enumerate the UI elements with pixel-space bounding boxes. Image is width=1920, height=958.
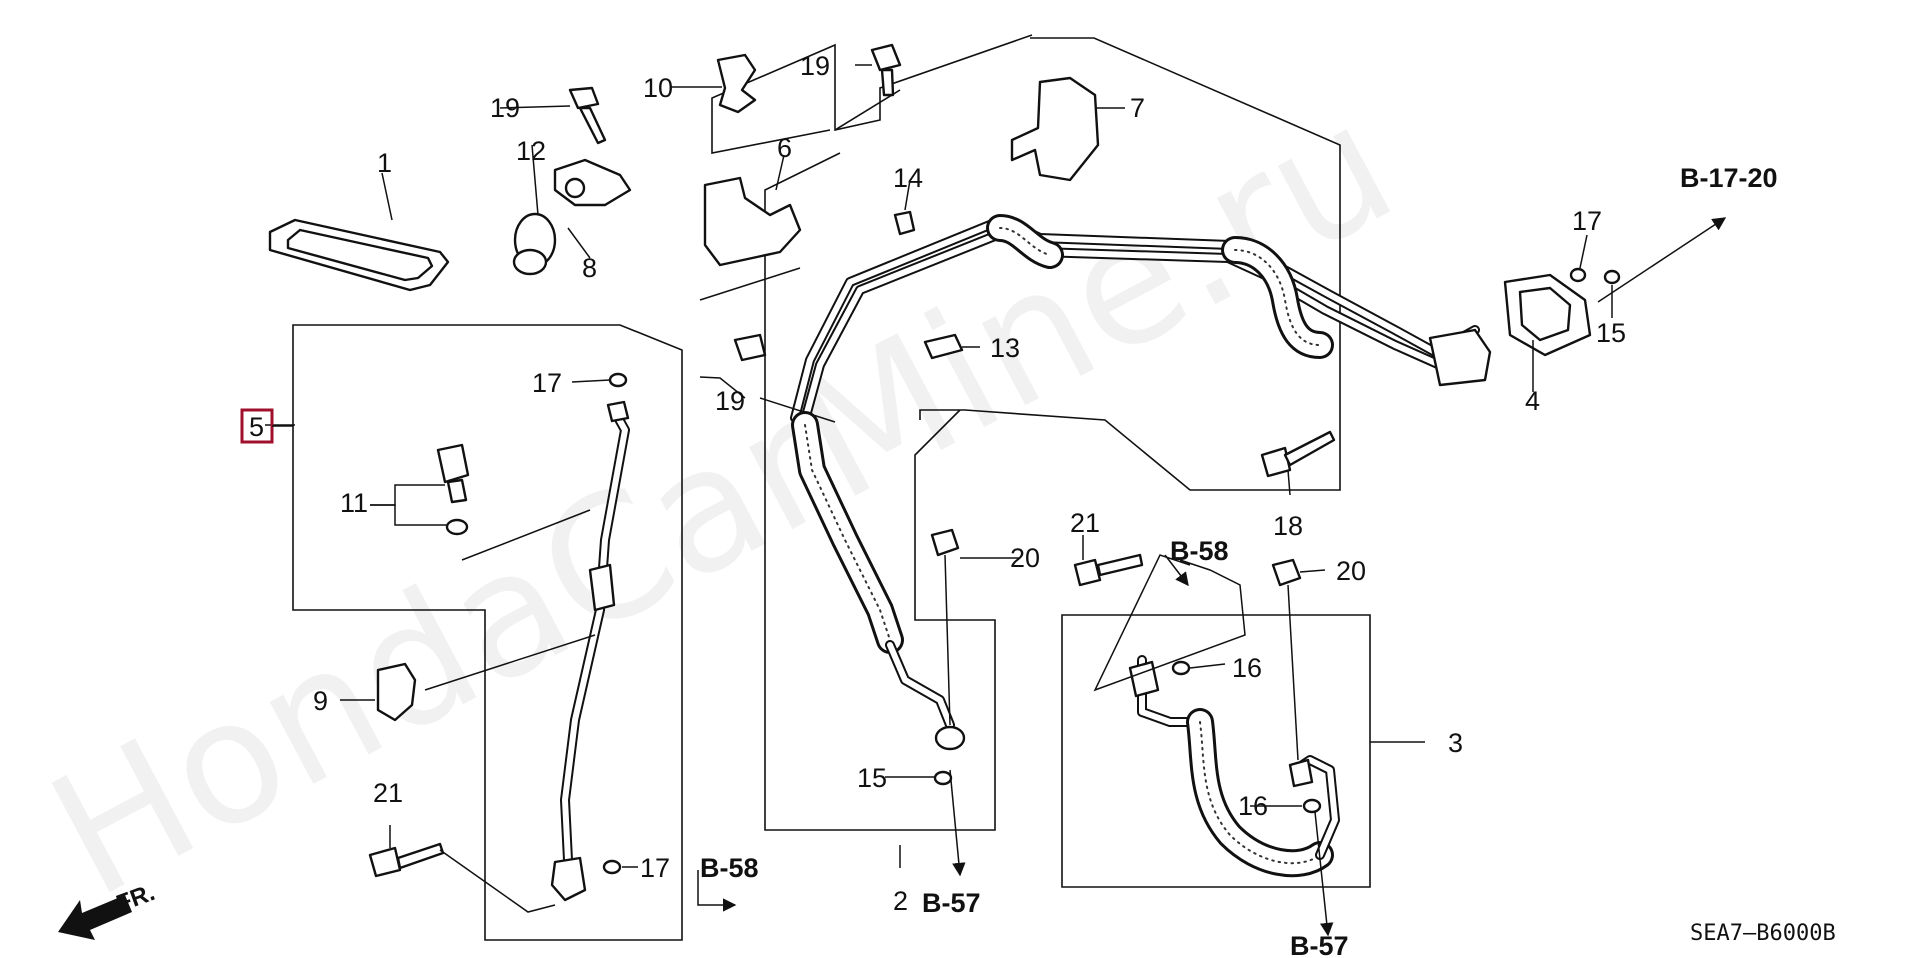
callout-21-left: 21 <box>373 778 403 808</box>
part-3-hose <box>1128 655 1340 878</box>
suction-pipe-2 <box>790 214 1492 751</box>
callout-14: 14 <box>893 163 923 193</box>
callout-9: 9 <box>313 686 328 716</box>
callout-3: 3 <box>1448 728 1463 758</box>
callout-17-right: 17 <box>1572 206 1602 236</box>
callout-10: 10 <box>643 73 673 103</box>
callout-17-upper: 17 <box>532 368 562 398</box>
leader-lines <box>265 64 1613 913</box>
callout-7: 7 <box>1130 93 1145 123</box>
part-4-seal <box>1503 273 1592 357</box>
callout-11: 11 <box>340 488 368 518</box>
frame-lines <box>292 34 1371 941</box>
ref-b-17-20[interactable]: B-17-20 <box>1680 163 1778 193</box>
callout-labels: 1 2 3 4 5 6 7 8 9 10 11 12 13 14 15 15 1… <box>249 51 1626 916</box>
callout-6: 6 <box>777 133 792 163</box>
callout-2: 2 <box>893 886 908 916</box>
small-parts <box>368 43 1621 878</box>
reference-arrows <box>697 217 1727 937</box>
callout-12: 12 <box>516 136 546 166</box>
callout-1: 1 <box>377 148 392 178</box>
callout-21-right: 21 <box>1070 508 1100 538</box>
ref-b-58-lower[interactable]: B-58 <box>700 853 759 883</box>
callout-19-left: 19 <box>490 93 520 123</box>
callout-20-right: 20 <box>1336 556 1366 586</box>
callout-16-lower: 16 <box>1238 791 1268 821</box>
callout-19-mid: 19 <box>715 386 745 416</box>
callout-18: 18 <box>1273 511 1303 541</box>
callout-4: 4 <box>1525 386 1540 416</box>
callout-16-upper: 16 <box>1232 653 1262 683</box>
callout-13: 13 <box>990 333 1020 363</box>
diagram-code: SEA7—B6000B <box>1690 921 1836 946</box>
reference-labels: B-17-20 B-58 B-58 B-57 B-57 <box>700 163 1778 958</box>
ref-b-57-right[interactable]: B-57 <box>1290 931 1349 958</box>
callout-8: 8 <box>582 253 597 283</box>
part-1-gasket <box>268 218 450 292</box>
callout-5: 5 <box>249 412 264 442</box>
callout-15-lower: 15 <box>857 763 887 793</box>
callout-19-top: 19 <box>800 51 830 81</box>
callout-17-lower: 17 <box>640 853 670 883</box>
ref-b-58-upper[interactable]: B-58 <box>1170 536 1229 566</box>
callout-15-right: 15 <box>1596 318 1626 348</box>
ref-b-57-left[interactable]: B-57 <box>922 888 981 918</box>
part-5-pipe <box>550 400 630 902</box>
callout-20-left: 20 <box>1010 543 1040 573</box>
